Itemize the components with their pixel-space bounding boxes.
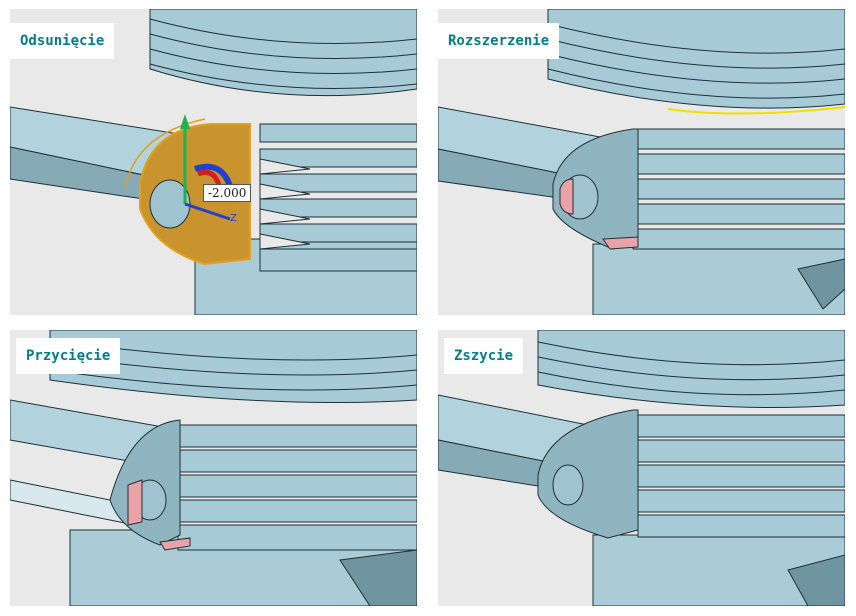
panel-odsuniecie[interactable]: Z -2.000 Odsunięcie: [10, 9, 417, 315]
panel-label-przyciecie: Przycięcie: [16, 338, 121, 374]
viewport-zszycie[interactable]: [438, 330, 845, 606]
dimension-value[interactable]: -2.000: [203, 184, 252, 202]
panel-zszycie[interactable]: Zszycie: [438, 330, 845, 606]
panel-rozszerzenie[interactable]: Rozszerzenie: [438, 9, 845, 315]
panel-label-odsuniecie: Odsunięcie: [10, 23, 115, 59]
viewport-odsuniecie[interactable]: Z: [10, 9, 417, 315]
z-axis-label: Z: [230, 213, 237, 224]
panel-label-zszycie: Zszycie: [444, 338, 524, 374]
viewport-rozszerzenie[interactable]: [438, 9, 845, 315]
panel-label-rozszerzenie: Rozszerzenie: [438, 23, 560, 59]
highlight-edge: [667, 106, 845, 115]
panel-przyciecie[interactable]: Przycięcie: [10, 330, 417, 606]
viewport-przyciecie[interactable]: [10, 330, 417, 606]
